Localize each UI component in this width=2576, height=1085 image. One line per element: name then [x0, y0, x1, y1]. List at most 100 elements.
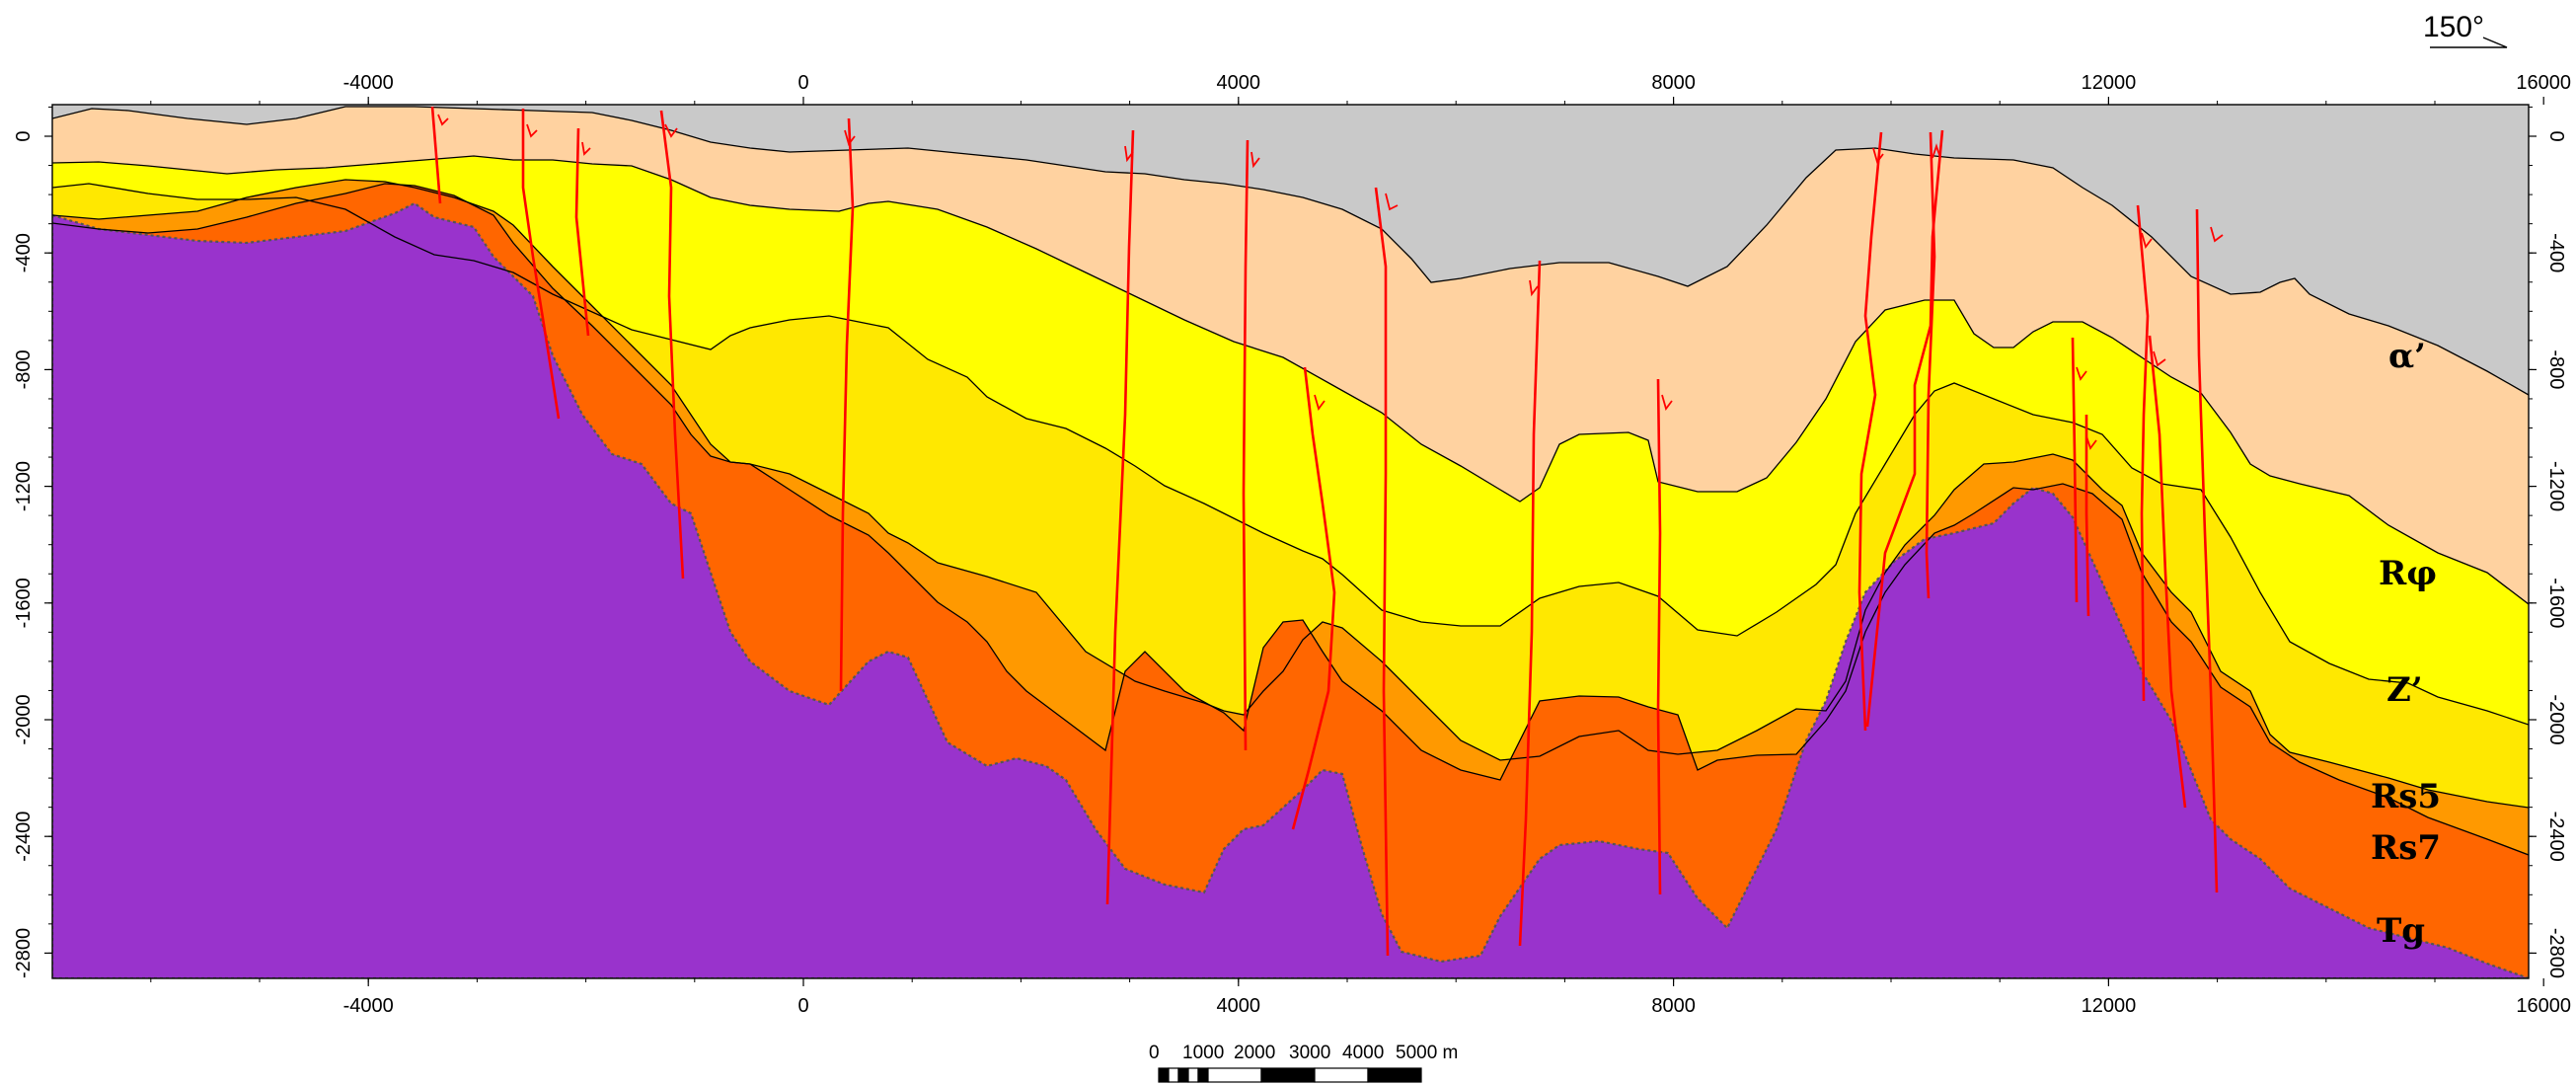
- fault-arrow: [1250, 151, 1260, 169]
- fault-arrow: [526, 123, 538, 138]
- y-tick-label-right: -2000: [2545, 694, 2567, 744]
- fault-line: [2195, 208, 2219, 893]
- scale-segment: [1168, 1067, 1179, 1083]
- layer-label-z: Z’: [2387, 670, 2423, 710]
- y-tick-label-right: -800: [2545, 349, 2567, 389]
- fault-arrow: [1529, 279, 1539, 297]
- scale-label-1000: 1000: [1182, 1043, 1224, 1063]
- fault-arrow: [2153, 350, 2166, 367]
- fault-arrow: [2210, 226, 2224, 243]
- y-axis-right: 0 -400 -800 -1200 -1600 -2000 -2400 -2800: [2529, 106, 2567, 978]
- fault-line: [1857, 131, 1883, 732]
- fault-line: [521, 109, 561, 420]
- x-axis-top: -12000-8000-4000040008000120001600020000…: [150, 72, 2571, 105]
- layer-label-rs7: Rs7: [2371, 828, 2441, 868]
- fault-line: [839, 117, 855, 692]
- fault-arrow: [1385, 193, 1399, 211]
- x-tick-label-bottom: -4000: [343, 995, 394, 1017]
- y-tick-label-right: -2400: [2545, 812, 2567, 862]
- x-tick-label-top: 12000: [2082, 72, 2137, 94]
- x-tick-label-top: -4000: [343, 72, 394, 94]
- layer-label-rs5: Rs5: [2371, 777, 2441, 816]
- fault-line: [659, 110, 685, 580]
- azimuth-label: 150°: [2423, 11, 2484, 43]
- fault-line: [1374, 187, 1390, 957]
- fault-arrow: [1872, 147, 1884, 164]
- fault-line: [1518, 260, 1542, 947]
- azimuth-arrow: [2430, 37, 2508, 48]
- y-tick-label-right: 0: [2545, 130, 2567, 141]
- y-tick-label-left: -2800: [13, 928, 35, 978]
- fault-line: [2136, 204, 2150, 702]
- fault-arrow: [2085, 435, 2097, 450]
- scale-segment: [1177, 1067, 1189, 1083]
- y-tick-label-right: -2800: [2545, 928, 2567, 978]
- fault-line: [1925, 131, 1936, 599]
- fault-arrow: [1932, 143, 1941, 159]
- y-axis-left: 0 -400 -800 -1200 -1600 -2000 -2400 -2800: [13, 106, 52, 978]
- y-tick-label-left: 0: [13, 130, 35, 141]
- layer-label-tg: Tg: [2377, 911, 2425, 951]
- fault-line: [2148, 335, 2187, 809]
- x-tick-label-bottom: 8000: [1651, 995, 1696, 1017]
- y-tick-label-left: -2400: [13, 812, 35, 862]
- section-plot-area: [52, 105, 2529, 978]
- x-tick-label-top: 0: [797, 72, 808, 94]
- y-tick-label-left: -2000: [13, 694, 35, 744]
- scale-label-3000: 3000: [1289, 1043, 1330, 1063]
- x-tick-label-top: 8000: [1651, 72, 1696, 94]
- plot-frame: [51, 104, 2530, 979]
- fault-arrow: [664, 123, 678, 138]
- fault-arrow: [437, 114, 449, 126]
- boundary-alpha-base: [52, 155, 2529, 605]
- fault-arrow: [581, 141, 591, 156]
- layer-label-alpha: α’: [2388, 337, 2426, 376]
- scale-segment: [1187, 1067, 1199, 1083]
- y-tick-label-right: -1200: [2545, 461, 2567, 511]
- x-axis-bottom: -12000-8000-4000040008000120001600020000…: [150, 978, 2571, 1017]
- fault-arrow: [844, 129, 856, 146]
- scale-label-4000: 4000: [1342, 1043, 1384, 1063]
- scale-segment: [1197, 1067, 1209, 1083]
- x-tick-label-bottom: 16000: [2516, 995, 2571, 1017]
- fault-arrow: [2076, 366, 2087, 381]
- x-tick-label-top: 4000: [1217, 72, 1261, 94]
- fault-line: [2084, 415, 2090, 617]
- scale-label-0: 0: [1149, 1043, 1160, 1063]
- scale-bar: 0 1000 2000 3000 4000 5000 m: [1149, 1043, 1458, 1083]
- y-tick-label-left: -400: [13, 233, 35, 272]
- boundary-z-base: [52, 179, 2529, 809]
- fault-line: [574, 127, 590, 337]
- layer-label-rphi: Rφ: [2379, 554, 2437, 593]
- x-tick-label-bottom: 0: [797, 995, 808, 1017]
- fault-arrow: [1661, 394, 1673, 411]
- fault-line: [1105, 129, 1135, 905]
- y-tick-label-left: -800: [13, 349, 35, 389]
- scale-segment: [1158, 1067, 1170, 1083]
- scale-segment: [1367, 1067, 1422, 1083]
- y-tick-label-right: -400: [2545, 233, 2567, 272]
- fault-line: [1656, 378, 1662, 895]
- fault-line: [430, 106, 442, 204]
- scale-segment: [1207, 1067, 1262, 1083]
- scale-label-5000: 5000 m: [1396, 1043, 1458, 1063]
- fault-arrow: [1314, 394, 1326, 411]
- layer-labels: α’ Rφ Z’ Rs5 Rs7 Tg: [2371, 337, 2441, 951]
- azimuth-indicator: 150°: [2423, 11, 2508, 48]
- y-tick-label-left: -1200: [13, 461, 35, 511]
- fault-line: [1865, 129, 1944, 728]
- fault-arrow: [1124, 145, 1134, 163]
- fault-line: [1291, 366, 1336, 830]
- y-tick-label-right: -1600: [2545, 578, 2567, 628]
- x-tick-label-bottom: 12000: [2082, 995, 2137, 1017]
- y-tick-label-left: -1600: [13, 578, 35, 628]
- x-tick-label-top: 16000: [2516, 72, 2571, 94]
- scale-segment: [1260, 1067, 1316, 1083]
- x-tick-label-bottom: 4000: [1217, 995, 1261, 1017]
- scale-label-2000: 2000: [1234, 1043, 1275, 1063]
- basement-tg-unit: [52, 201, 2529, 978]
- fault-line: [2071, 337, 2079, 603]
- fault-lines: [430, 106, 2224, 957]
- fault-line: [1242, 139, 1250, 751]
